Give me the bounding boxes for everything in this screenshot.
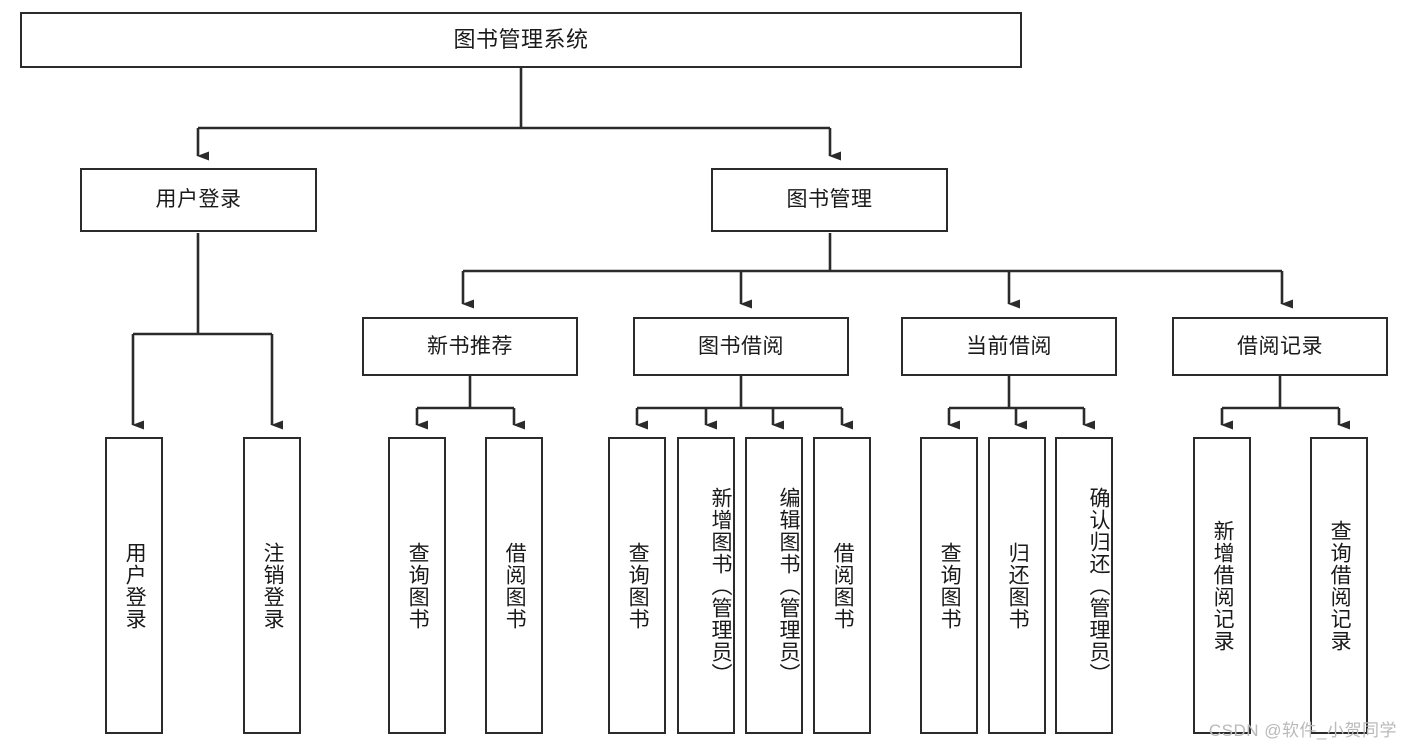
node-label: 查询图书 — [626, 541, 650, 630]
node-label: 图书管理 — [786, 188, 873, 212]
node-label: 借阅记录 — [1237, 334, 1323, 358]
node-book-borrow[interactable]: 图书借阅 — [633, 317, 849, 376]
node-label: 注销登录 — [261, 541, 285, 630]
csdn-watermark: CSDN @软件_小贺同学 — [1208, 721, 1397, 740]
node-label: 新增图书（管理员） — [709, 486, 732, 685]
node-label: 图书借阅 — [698, 334, 784, 358]
node-label: 归还图书 — [1006, 541, 1030, 630]
node-new-book-recommend[interactable]: 新书推荐 — [362, 317, 578, 376]
node-label: 借阅图书 — [503, 541, 527, 630]
node-leaf-logout-login[interactable]: 注销登录 — [243, 437, 301, 734]
node-label: 图书管理系统 — [453, 26, 589, 52]
node-label: 查询图书 — [938, 541, 962, 630]
node-label: 用户登录 — [155, 188, 242, 212]
node-leaf-query-book-2[interactable]: 查询图书 — [608, 437, 666, 734]
node-label: 新增借阅记录 — [1211, 519, 1235, 652]
node-borrow-record[interactable]: 借阅记录 — [1172, 317, 1388, 376]
node-leaf-borrow-book-2[interactable]: 借阅图书 — [813, 437, 871, 734]
node-leaf-confirm-return[interactable]: 确认归还（管理员） — [1055, 437, 1113, 734]
node-label: 确认归还（管理员） — [1087, 486, 1110, 685]
node-book-management[interactable]: 图书管理 — [711, 168, 948, 232]
node-label: 新书推荐 — [427, 334, 513, 358]
node-leaf-return-book[interactable]: 归还图书 — [988, 437, 1046, 734]
node-leaf-add-record[interactable]: 新增借阅记录 — [1193, 437, 1251, 734]
node-label: 借阅图书 — [831, 541, 855, 630]
node-label: 编辑图书（管理员） — [777, 486, 800, 685]
node-user-login[interactable]: 用户登录 — [80, 168, 317, 232]
node-label: 用户登录 — [123, 541, 147, 630]
node-current-borrow[interactable]: 当前借阅 — [901, 317, 1117, 376]
node-leaf-borrow-book-1[interactable]: 借阅图书 — [485, 437, 543, 734]
node-leaf-query-book-1[interactable]: 查询图书 — [388, 437, 446, 734]
node-label: 当前借阅 — [966, 334, 1052, 358]
node-leaf-query-record[interactable]: 查询借阅记录 — [1310, 437, 1368, 734]
node-leaf-edit-book[interactable]: 编辑图书（管理员） — [745, 437, 803, 734]
node-leaf-user-login[interactable]: 用户登录 — [105, 437, 163, 734]
node-leaf-add-book[interactable]: 新增图书（管理员） — [677, 437, 735, 734]
node-leaf-query-book-3[interactable]: 查询图书 — [920, 437, 978, 734]
node-label: 查询借阅记录 — [1328, 519, 1352, 652]
node-root-system[interactable]: 图书管理系统 — [20, 12, 1022, 68]
node-label: 查询图书 — [406, 541, 430, 630]
